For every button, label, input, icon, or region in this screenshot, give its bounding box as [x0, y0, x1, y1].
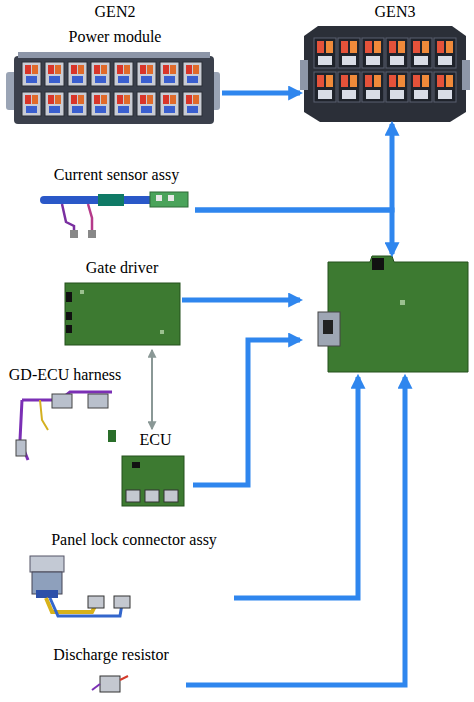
generation-heading: GEN3 [355, 3, 435, 21]
flow-arrow [151, 350, 153, 429]
component-label: GD-ECU harness [0, 366, 144, 384]
current-sensor-image [44, 192, 188, 238]
flow-arrow [195, 124, 392, 210]
power-module-image [6, 52, 220, 124]
component-label: ECU [98, 431, 213, 449]
generation-heading: GEN2 [75, 3, 155, 21]
component-box: Discharge resistor [36, 646, 186, 700]
component-label: Power module [0, 28, 242, 46]
ecu-image [122, 456, 184, 506]
component-box [300, 254, 470, 377]
flow-arrow [182, 298, 300, 303]
gate-driver-image [65, 283, 180, 345]
flow-arrow [222, 91, 300, 96]
panel-lock-connector-image [30, 556, 130, 616]
flow-arrow [186, 377, 405, 685]
component-box: Panel lock connector assy [34, 531, 234, 631]
flow-arrow [234, 377, 358, 598]
harness-image [16, 392, 116, 460]
flow-arrow [193, 340, 300, 485]
component-box: Current sensor assy [38, 166, 195, 240]
component-label: Discharge resistor [16, 646, 206, 664]
discharge-resistor-image [92, 676, 128, 692]
flow-arrow [195, 210, 392, 254]
gen3-power-module-image [300, 26, 470, 122]
component-box: GD-ECU harness [6, 366, 124, 464]
component-box [300, 24, 470, 124]
component-box: Gate driver [62, 259, 182, 348]
component-label: Panel lock connector assy [14, 531, 254, 549]
gen3-board-image [318, 256, 468, 372]
component-label: Current sensor assy [18, 166, 215, 184]
component-box: ECU [118, 431, 193, 509]
component-box: Power module [8, 28, 222, 128]
component-label: Gate driver [42, 259, 202, 277]
